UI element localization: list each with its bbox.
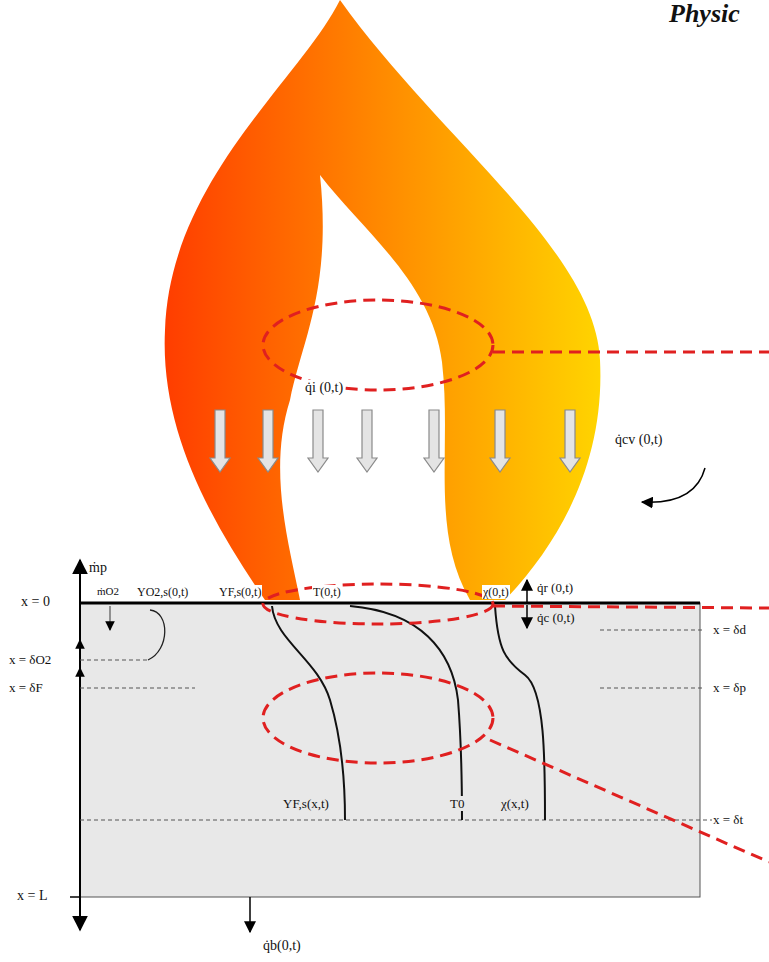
symbol-label: x = δO2 xyxy=(8,652,52,667)
heading-fragment: Physic xyxy=(668,0,741,28)
symbol-label: YF,s(0,t) xyxy=(218,585,262,599)
symbol-label: χ(0,t) xyxy=(482,585,510,599)
symbol-label: ṁO2 xyxy=(96,585,120,598)
symbol-label: YO2,s(0,t) xyxy=(136,585,189,599)
symbol-label: ṁp xyxy=(88,560,108,576)
symbol-label: q̇i (0,t) xyxy=(304,380,344,396)
symbol-label: T0 xyxy=(449,796,465,811)
symbol-label: x = 0 xyxy=(20,594,51,610)
symbol-label: q̇b(0,t) xyxy=(262,938,302,954)
symbol-label: x = δp xyxy=(712,680,747,695)
symbol-label: YF,s(x,t) xyxy=(282,796,330,811)
symbol-label: q̇cv (0,t) xyxy=(614,432,663,448)
symbol-label: x = δF xyxy=(8,680,44,695)
symbol-label: q̇c (0,t) xyxy=(536,610,576,625)
symbol-label: T(0,t) xyxy=(312,585,342,599)
symbol-label: χ(x,t) xyxy=(500,796,530,811)
symbol-label: q̇r (0,t) xyxy=(536,580,574,595)
symbol-label: x = L xyxy=(16,888,48,904)
symbol-label: x = δt xyxy=(712,812,744,827)
symbol-label: x = δd xyxy=(712,622,747,637)
